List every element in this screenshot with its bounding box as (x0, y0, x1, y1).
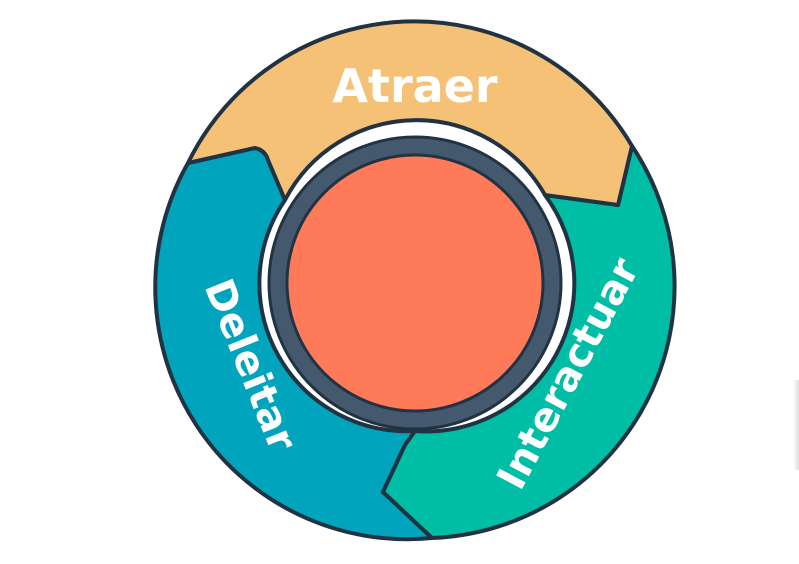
hub-core (285, 153, 545, 413)
segment-engage (381, 144, 677, 540)
segment-attract (186, 19, 634, 207)
edge-shadow (793, 380, 799, 470)
label-attract: Atraer (332, 59, 498, 113)
